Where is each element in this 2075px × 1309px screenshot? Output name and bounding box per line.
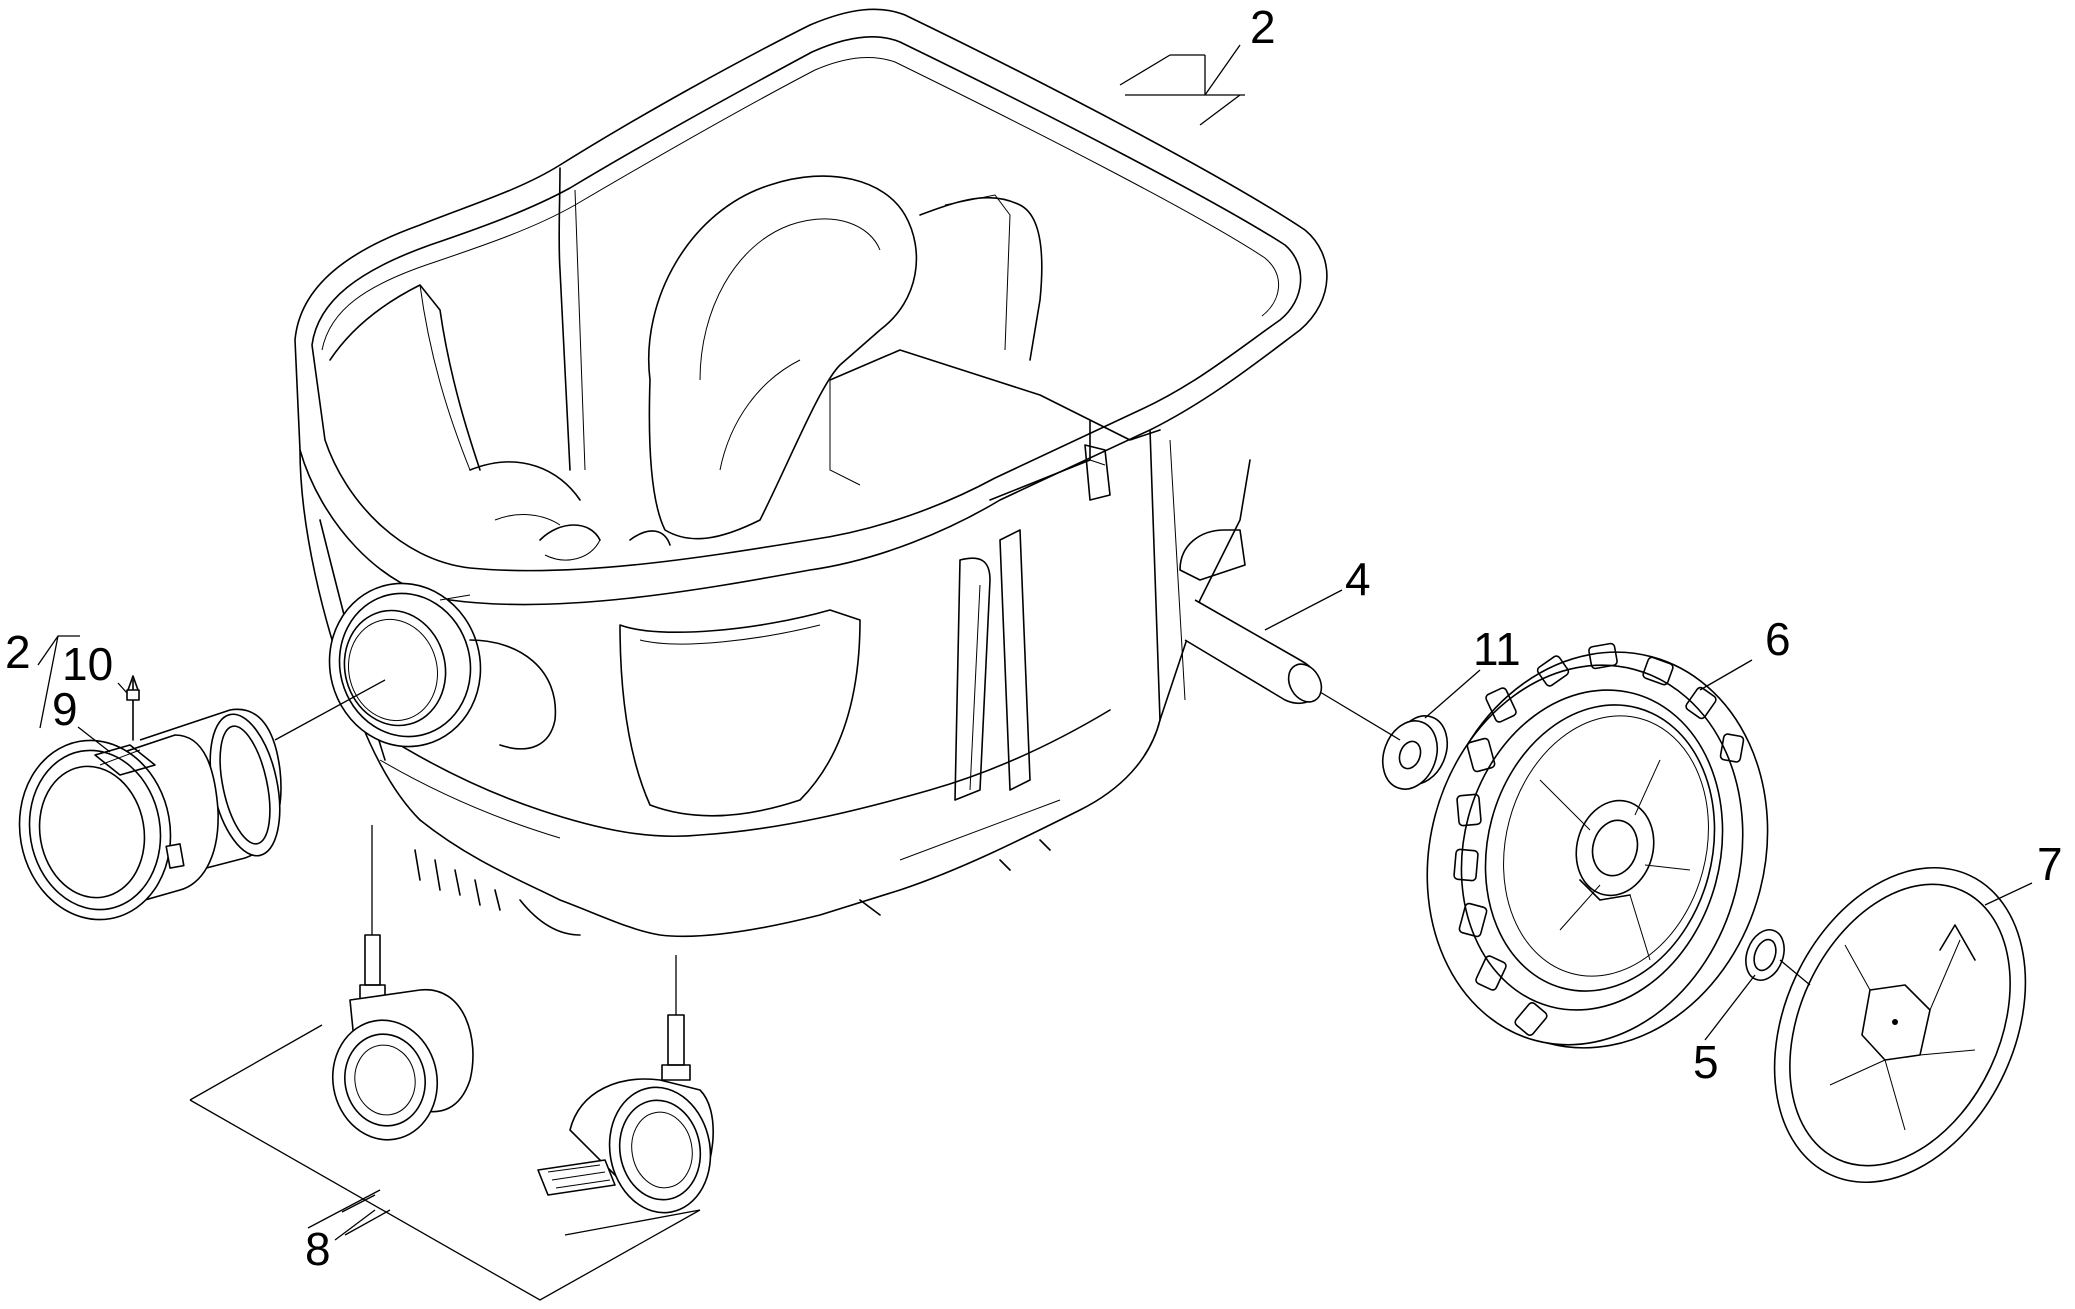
callout-5: 5: [1693, 1036, 1719, 1088]
spacer-washer: [1381, 715, 1449, 790]
leader-lines: [37, 44, 2033, 1301]
tank-inlet-port: [328, 582, 557, 750]
container-tank: [294, 8, 1328, 938]
callout-7: 7: [2037, 838, 2063, 890]
callout-2-left: 2: [5, 626, 31, 678]
callout-11: 11: [1473, 623, 1521, 675]
callout-10: 10: [62, 638, 113, 690]
hub-cap: [1773, 866, 2027, 1184]
wheel: [1426, 642, 1769, 1049]
clip-ring: [1745, 929, 1785, 981]
callout-9: 9: [52, 683, 78, 735]
callout-labels: 2 2 10 9 4 11 6 7 5 8: [5, 1, 2063, 1275]
inlet-nozzle: [18, 675, 282, 921]
callout-2-top: 2: [1250, 1, 1276, 53]
callout-6: 6: [1765, 613, 1791, 665]
callout-8: 8: [305, 1223, 331, 1275]
callout-4: 4: [1345, 553, 1371, 605]
axle: [1184, 599, 1323, 705]
caster-right: [537, 1014, 714, 1214]
caster-left: [331, 934, 474, 1141]
